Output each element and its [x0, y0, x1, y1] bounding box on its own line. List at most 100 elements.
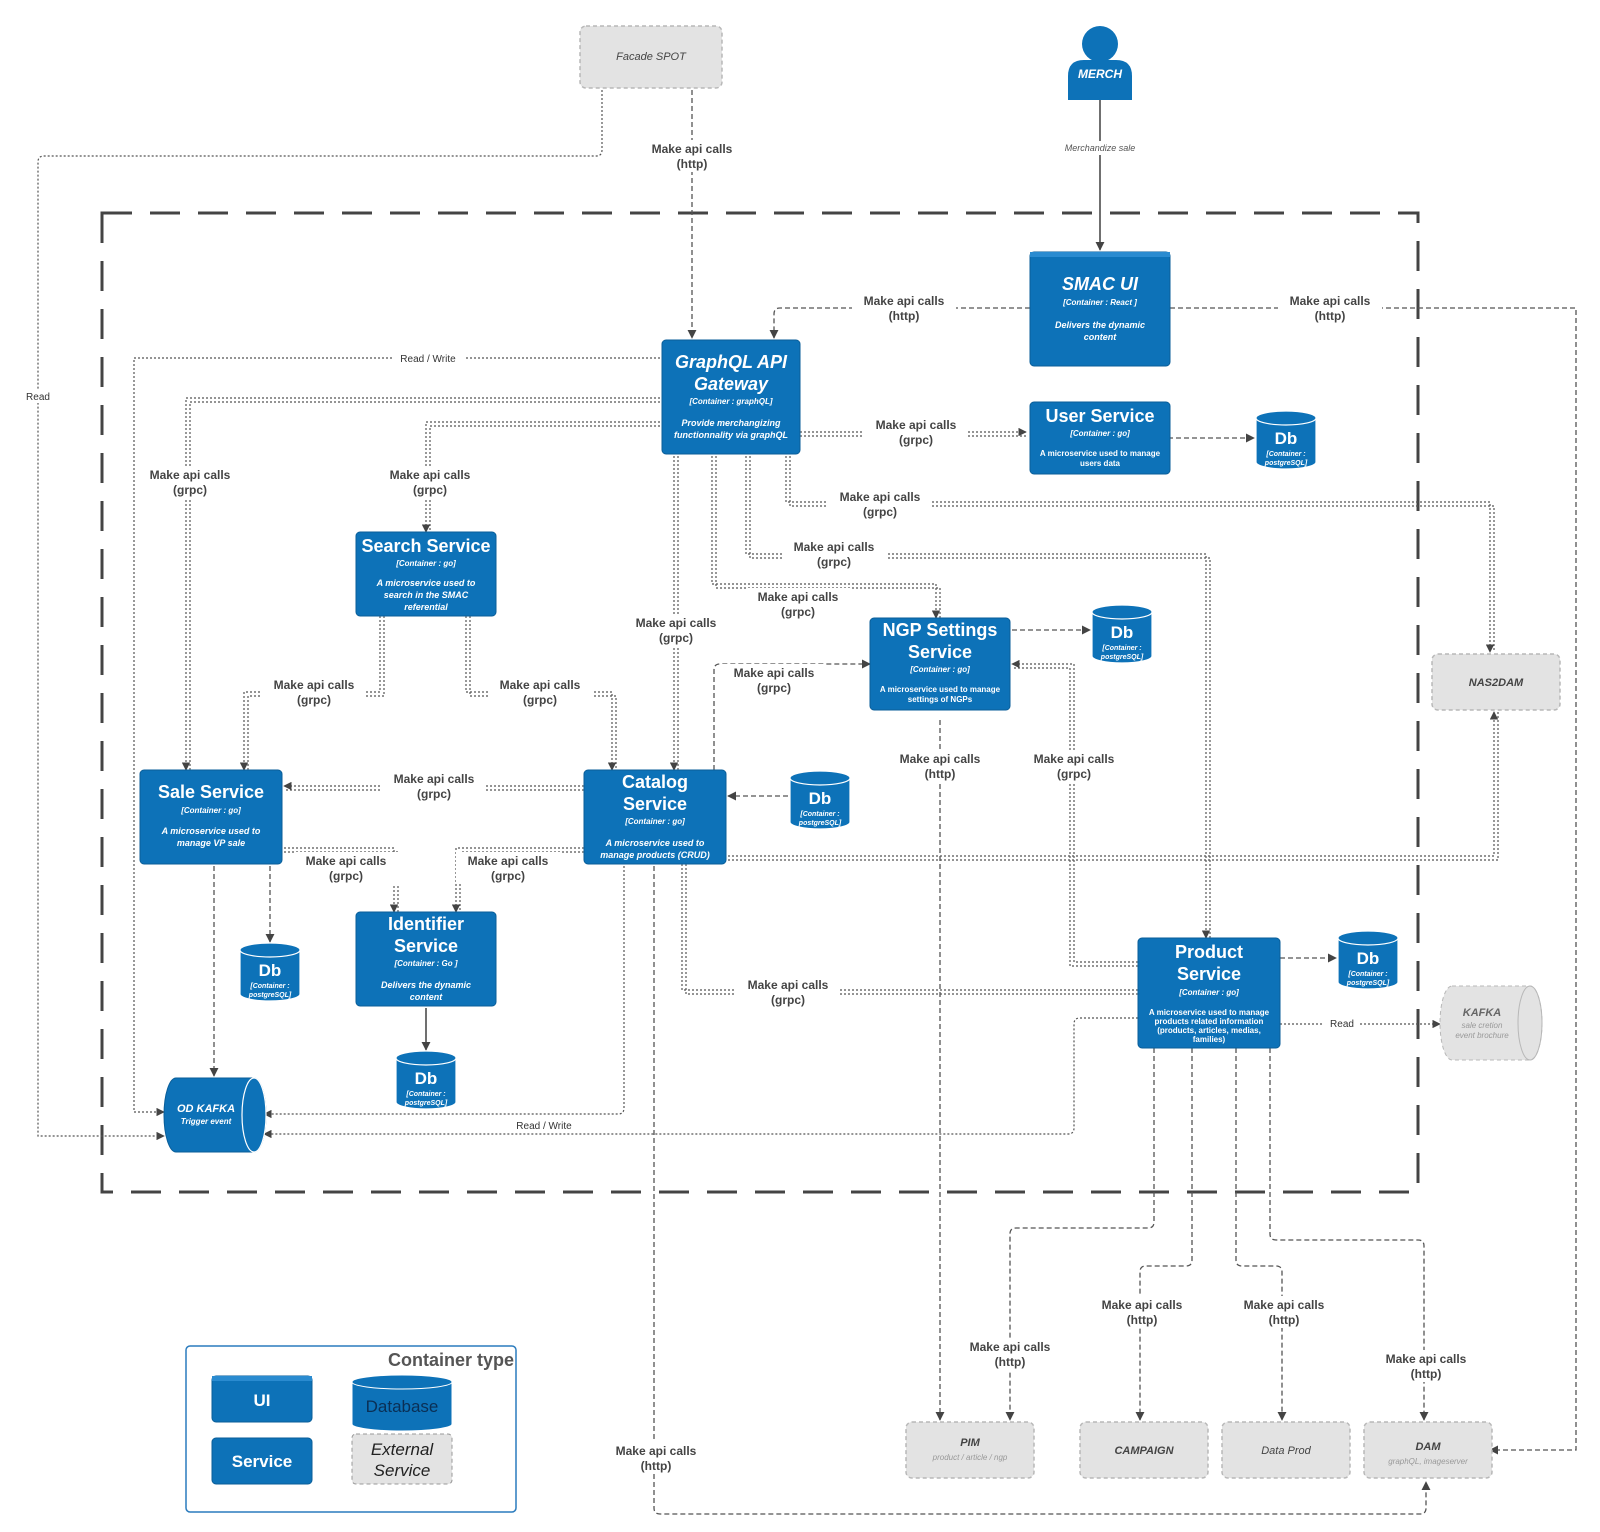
external-title: Data Prod	[1261, 1445, 1311, 1457]
service-tech: [Container : React ]	[1062, 298, 1137, 307]
queue-kafka[interactable]: KAFKA sale cretion event brochure	[1439, 985, 1543, 1061]
label-make-api-calls: Make api calls	[1386, 1352, 1467, 1366]
legend: Container type UI Database Service Exter…	[185, 1345, 517, 1513]
database-catalog[interactable]: Db [Container : postgreSQL]	[789, 770, 851, 830]
service-product[interactable]: Product Service [Container : go] A micro…	[1137, 937, 1281, 1049]
service-title: Gateway	[694, 374, 769, 394]
queue-od-kafka[interactable]: OD KAFKA Trigger event	[163, 1077, 267, 1153]
database-sale[interactable]: Db [Container : postgreSQL]	[239, 942, 301, 1002]
system-boundary	[100, 211, 1420, 1194]
service-description: Delivers the dynamic	[1055, 320, 1145, 330]
external-facade-spot[interactable]: Facade SPOT	[579, 25, 723, 89]
legend-external-label: External	[371, 1440, 435, 1459]
external-nas2dam[interactable]: NAS2DAM	[1431, 653, 1561, 711]
label-make-api-calls: Make api calls	[1034, 752, 1115, 766]
database-title: Db	[1357, 949, 1380, 968]
database-tech: [Container :	[405, 1091, 445, 1098]
label-make-api-calls: Make api calls	[734, 666, 815, 680]
service-tech: [Container : go]	[395, 559, 456, 568]
service-tech: [Container : go]	[1178, 988, 1239, 997]
label-make-api-calls: Make api calls	[500, 678, 581, 692]
service-ngp-settings[interactable]: NGP Settings Service [Container : go] A …	[869, 617, 1011, 711]
label-protocol: (http)	[1269, 1313, 1300, 1327]
service-identifier[interactable]: Identifier Service [Container : Go ] Del…	[355, 911, 497, 1007]
external-title: PIM	[960, 1437, 980, 1449]
service-description: content	[1084, 332, 1118, 342]
label-protocol: (grpc)	[1057, 767, 1091, 781]
external-pim[interactable]: PIM product / article / ngp	[905, 1421, 1035, 1479]
database-tech: postgreSQL]	[1100, 654, 1144, 661]
service-graphql-gateway[interactable]: GraphQL API Gateway [Container : graphQL…	[661, 339, 801, 455]
service-tech: [Container : Go ]	[393, 959, 457, 968]
database-tech: [Container :	[249, 983, 289, 990]
label-read: Read	[26, 392, 50, 403]
label-make-api-calls: Make api calls	[970, 1340, 1051, 1354]
queue-title: KAFKA	[1463, 1007, 1502, 1019]
label-make-api-calls: Make api calls	[1290, 294, 1371, 308]
service-title: Service	[1177, 964, 1241, 984]
edge-smacui-dam	[1170, 307, 1577, 1455]
label-protocol: (grpc)	[757, 681, 791, 695]
database-tech: [Container :	[799, 811, 839, 818]
legend-service: Service	[211, 1437, 313, 1485]
label-make-api-calls: Make api calls	[900, 752, 981, 766]
label-protocol: (http)	[1127, 1313, 1158, 1327]
edge-product-dataprod	[1235, 1048, 1287, 1421]
service-description: families)	[1193, 1035, 1226, 1044]
service-description: A microservice used to	[376, 578, 476, 588]
database-tech: [Container :	[1101, 645, 1141, 652]
external-title: Facade SPOT	[616, 51, 687, 63]
ui-smac[interactable]: SMAC UI [Container : React ] Delivers th…	[1029, 251, 1171, 367]
legend-external-label: Service	[374, 1461, 431, 1480]
label-protocol: (http)	[1411, 1367, 1442, 1381]
person-body	[1068, 60, 1132, 100]
label-make-api-calls: Make api calls	[748, 978, 829, 992]
external-data-prod[interactable]: Data Prod	[1221, 1421, 1351, 1479]
edge-catalog-identifier	[451, 847, 584, 913]
label-protocol: (grpc)	[417, 787, 451, 801]
label-make-api-calls: Make api calls	[274, 678, 355, 692]
label-protocol: (http)	[641, 1459, 672, 1473]
edge-product-pim	[1005, 1048, 1155, 1421]
service-title: Sale Service	[158, 782, 264, 802]
edge-catalog-ngp	[713, 659, 871, 770]
database-title: Db	[809, 789, 832, 808]
label-protocol: (grpc)	[523, 693, 557, 707]
label-make-api-calls: Make api calls	[840, 490, 921, 504]
service-tech: [Container : go]	[624, 817, 685, 826]
label-make-api-calls: Make api calls	[1244, 1298, 1325, 1312]
external-dam[interactable]: DAM graphQL, imageserver	[1363, 1421, 1493, 1479]
service-description: (products, articles, medias,	[1157, 1026, 1261, 1035]
external-campaign[interactable]: CAMPAIGN	[1079, 1421, 1209, 1479]
database-tech: postgreSQL]	[248, 992, 292, 999]
label-make-api-calls: Make api calls	[390, 468, 471, 482]
service-description: products related information	[1155, 1017, 1264, 1026]
service-title: NGP Settings	[883, 620, 998, 640]
database-tech: [Container :	[1347, 971, 1387, 978]
service-search[interactable]: Search Service [Container : go] A micros…	[355, 531, 497, 617]
label-make-api-calls: Make api calls	[468, 854, 549, 868]
service-catalog[interactable]: Catalog Service [Container : go] A micro…	[583, 769, 727, 865]
queue-subtitle: sale cretion	[1462, 1021, 1503, 1030]
service-tech: [Container : go]	[909, 665, 970, 674]
label-make-api-calls: Make api calls	[864, 294, 945, 308]
database-user[interactable]: Db [Container : postgreSQL]	[1255, 410, 1317, 470]
label-protocol: (grpc)	[817, 555, 851, 569]
service-user[interactable]: User Service [Container : go] A microser…	[1029, 401, 1171, 475]
edge-product-catalog	[677, 847, 1138, 991]
service-title: Identifier	[388, 914, 464, 934]
person-merch[interactable]: MERCH	[1068, 26, 1132, 100]
service-sale[interactable]: Sale Service [Container : go] A microser…	[139, 769, 283, 865]
label-make-api-calls: Make api calls	[616, 1444, 697, 1458]
database-identifier[interactable]: Db [Container : postgreSQL]	[395, 1050, 457, 1110]
label-protocol: (http)	[1315, 309, 1346, 323]
service-description: Provide merchangizing	[681, 418, 781, 428]
database-ngp[interactable]: Db [Container : postgreSQL]	[1091, 604, 1153, 664]
database-title: Db	[1111, 623, 1134, 642]
edge-gateway-search	[421, 421, 660, 533]
legend-service-label: Service	[232, 1452, 293, 1471]
label-make-api-calls: Make api calls	[150, 468, 231, 482]
label-read-write: Read / Write	[516, 1121, 572, 1132]
database-product[interactable]: Db [Container : postgreSQL]	[1337, 930, 1399, 990]
